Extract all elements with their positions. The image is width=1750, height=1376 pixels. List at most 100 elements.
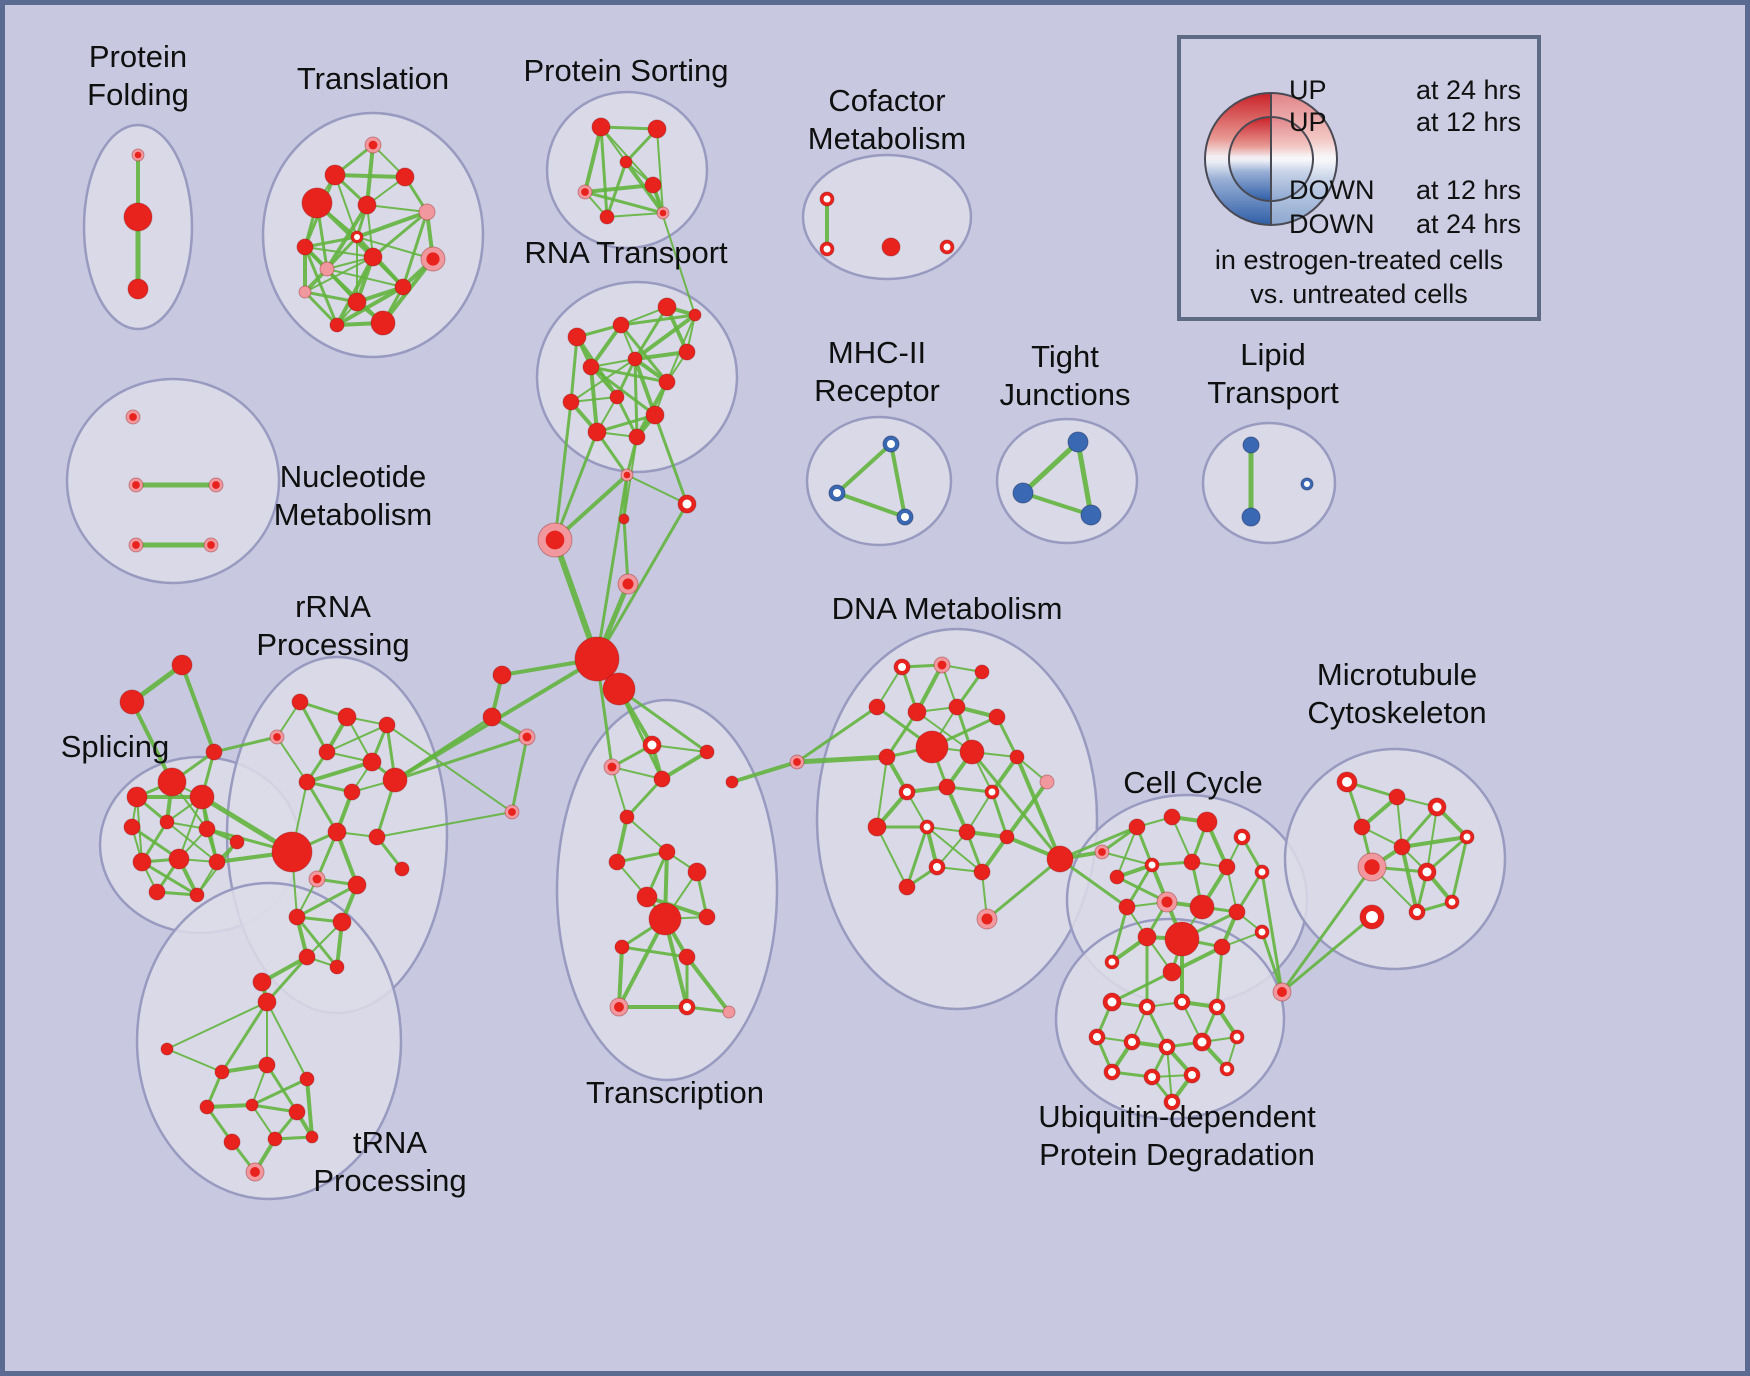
network-node[interactable]: [898, 878, 916, 896]
network-node[interactable]: [1272, 982, 1292, 1002]
network-node[interactable]: [645, 405, 665, 425]
network-node[interactable]: [1427, 797, 1447, 817]
network-node[interactable]: [1162, 962, 1182, 982]
network-node[interactable]: [418, 203, 436, 221]
network-node[interactable]: [1241, 507, 1261, 527]
network-node[interactable]: [308, 870, 326, 888]
network-node[interactable]: [642, 735, 662, 755]
network-node[interactable]: [318, 743, 336, 761]
network-node[interactable]: [617, 573, 639, 595]
network-node[interactable]: [288, 1103, 306, 1121]
network-node[interactable]: [1103, 1063, 1121, 1081]
network-node[interactable]: [168, 848, 190, 870]
network-node[interactable]: [1046, 845, 1074, 873]
network-node[interactable]: [159, 814, 175, 830]
network-node[interactable]: [1137, 927, 1157, 947]
network-node[interactable]: [298, 773, 316, 791]
network-node[interactable]: [267, 1131, 283, 1147]
network-node[interactable]: [127, 278, 149, 300]
network-node[interactable]: [1300, 477, 1314, 491]
network-node[interactable]: [948, 698, 966, 716]
network-node[interactable]: [123, 818, 141, 836]
network-node[interactable]: [327, 822, 347, 842]
network-node[interactable]: [1189, 894, 1215, 920]
network-node[interactable]: [603, 758, 621, 776]
network-node[interactable]: [362, 752, 382, 772]
network-node[interactable]: [1233, 828, 1251, 846]
network-node[interactable]: [658, 843, 676, 861]
network-node[interactable]: [609, 997, 629, 1017]
network-node[interactable]: [126, 786, 148, 808]
network-node[interactable]: [370, 310, 396, 336]
network-node[interactable]: [1353, 818, 1371, 836]
network-node[interactable]: [394, 861, 410, 877]
network-node[interactable]: [1254, 864, 1270, 880]
network-node[interactable]: [298, 948, 316, 966]
network-node[interactable]: [819, 191, 835, 207]
network-node[interactable]: [128, 537, 144, 553]
network-node[interactable]: [574, 636, 620, 682]
network-node[interactable]: [1393, 838, 1411, 856]
network-node[interactable]: [537, 522, 573, 558]
network-node[interactable]: [332, 912, 352, 932]
network-node[interactable]: [518, 728, 536, 746]
network-node[interactable]: [919, 819, 935, 835]
network-node[interactable]: [271, 831, 313, 873]
network-node[interactable]: [1208, 998, 1226, 1016]
network-node[interactable]: [1012, 482, 1034, 504]
network-node[interactable]: [1128, 818, 1146, 836]
network-node[interactable]: [591, 117, 611, 137]
network-node[interactable]: [933, 656, 951, 674]
network-node[interactable]: [1163, 808, 1181, 826]
network-node[interactable]: [609, 389, 625, 405]
network-node[interactable]: [1138, 998, 1156, 1016]
network-node[interactable]: [357, 195, 377, 215]
network-node[interactable]: [1183, 1066, 1201, 1084]
network-node[interactable]: [198, 820, 216, 838]
network-node[interactable]: [656, 206, 670, 220]
network-node[interactable]: [347, 292, 367, 312]
network-node[interactable]: [363, 247, 383, 267]
network-node[interactable]: [368, 828, 386, 846]
network-node[interactable]: [958, 823, 976, 841]
network-node[interactable]: [1173, 993, 1191, 1011]
network-node[interactable]: [189, 887, 205, 903]
network-node[interactable]: [214, 1064, 230, 1080]
network-node[interactable]: [223, 1133, 241, 1151]
network-node[interactable]: [189, 784, 215, 810]
network-node[interactable]: [245, 1162, 265, 1182]
network-node[interactable]: [329, 959, 345, 975]
network-node[interactable]: [699, 744, 715, 760]
network-node[interactable]: [974, 664, 990, 680]
network-node[interactable]: [291, 693, 309, 711]
network-node[interactable]: [296, 238, 314, 256]
network-node[interactable]: [881, 237, 901, 257]
network-node[interactable]: [608, 853, 626, 871]
network-node[interactable]: [819, 241, 835, 257]
network-node[interactable]: [245, 1098, 259, 1112]
network-node[interactable]: [203, 537, 219, 553]
network-node[interactable]: [722, 1005, 736, 1019]
network-node[interactable]: [350, 230, 364, 244]
network-node[interactable]: [644, 176, 662, 194]
network-node[interactable]: [973, 863, 991, 881]
network-node[interactable]: [636, 886, 658, 908]
network-node[interactable]: [229, 834, 245, 850]
network-node[interactable]: [208, 853, 226, 871]
network-node[interactable]: [725, 775, 739, 789]
network-node[interactable]: [269, 729, 285, 745]
network-node[interactable]: [789, 754, 805, 770]
network-node[interactable]: [602, 672, 636, 706]
network-node[interactable]: [1144, 857, 1160, 873]
network-node[interactable]: [688, 308, 702, 322]
network-node[interactable]: [1254, 924, 1270, 940]
network-node[interactable]: [1104, 954, 1120, 970]
network-node[interactable]: [628, 428, 646, 446]
network-node[interactable]: [1123, 1033, 1141, 1051]
network-node[interactable]: [343, 783, 361, 801]
network-node[interactable]: [299, 1071, 315, 1087]
network-node[interactable]: [1192, 1032, 1212, 1052]
network-node[interactable]: [125, 409, 141, 425]
network-node[interactable]: [305, 1130, 319, 1144]
network-node[interactable]: [582, 358, 600, 376]
